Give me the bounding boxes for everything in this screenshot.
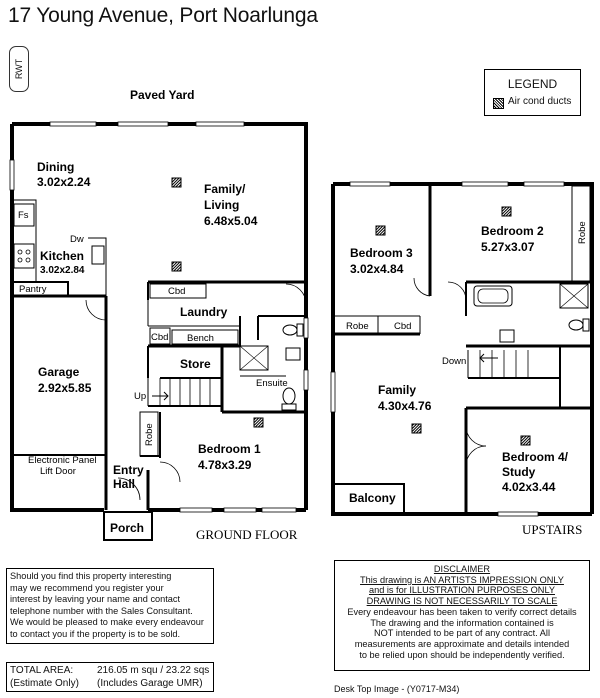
disclaimer-line: DRAWING IS NOT NECESSARILY TO SCALE	[366, 596, 558, 607]
air-duct-icon	[411, 423, 422, 434]
air-duct-markers-ground	[171, 177, 264, 428]
robe-label-ground: Robe	[144, 423, 155, 446]
agency-tag: RWT	[9, 46, 29, 92]
stair-down-arrow-icon	[479, 353, 498, 363]
kitchen-label: Kitchen	[40, 249, 84, 263]
down-label: Down	[442, 356, 466, 367]
disclaimer-line: This drawing is AN ARTISTS IMPRESSION ON…	[360, 574, 564, 585]
store-label: Store	[180, 357, 211, 371]
laundry-cbd-label: Cbd	[168, 286, 185, 297]
bedroom2-size: 5.27x3.07	[481, 240, 535, 254]
air-duct-icon	[171, 177, 182, 188]
area-label-2: (Estimate Only)	[10, 678, 79, 689]
laundry-label: Laundry	[180, 305, 228, 319]
dw-label: Dw	[70, 234, 84, 245]
air-duct-markers-upstairs	[375, 206, 531, 446]
entry-hall-label-1: Entry	[113, 463, 144, 477]
area-value-1: 216.05 m squ / 23.22 sqs	[97, 665, 210, 676]
area-label-1: TOTAL AREA:	[10, 665, 74, 676]
bedroom4-label-1: Bedroom 4/	[502, 450, 569, 464]
porch-label: Porch	[110, 521, 144, 535]
disclaimer-line: NOT intended to be part of any contract.…	[373, 628, 551, 639]
robe-label-upstairs-right: Robe	[577, 221, 588, 244]
disclaimer-title: DISCLAIMER	[433, 564, 491, 574]
disclaimer-line: The drawing and the information containe…	[370, 617, 554, 628]
disclaimer-line: Every endeavour has been taken to verify…	[347, 606, 577, 617]
image-reference: Desk Top Image - (Y0717-M34)	[334, 684, 460, 694]
contact-line: may we recommend you register your	[10, 582, 164, 593]
upstairs-caption: UPSTAIRS	[522, 522, 582, 537]
bedroom4-label-2: Study	[502, 465, 536, 479]
bedroom3-label: Bedroom 3	[350, 246, 413, 260]
contact-line: interest by leaving your name and contac…	[10, 594, 181, 604]
disclaimer-line: measurements are approximate and details…	[354, 638, 570, 649]
air-duct-icon	[501, 206, 512, 217]
stair-up-arrow-icon	[152, 391, 169, 401]
disclaimer-box: DISCLAIMER This drawing is AN ARTISTS IM…	[334, 560, 590, 671]
legend-item-label: Air cond ducts	[508, 96, 572, 107]
cbd-label-upstairs: Cbd	[394, 321, 411, 332]
property-title: 17 Young Avenue, Port Noarlunga	[8, 4, 318, 27]
legend-title: LEGEND	[507, 77, 558, 91]
lift-door-label: Lift Door	[40, 466, 76, 477]
family-upstairs-size: 4.30x4.76	[378, 399, 432, 413]
ground-floor-walls	[9, 121, 309, 541]
total-area-box: TOTAL AREA: (Estimate Only) 216.05 m squ…	[6, 662, 214, 692]
bedroom1-label: Bedroom 1	[198, 442, 261, 456]
air-duct-icon	[253, 417, 264, 428]
air-duct-legend-icon	[493, 98, 504, 109]
family-living-label-2: Living	[204, 198, 239, 212]
family-upstairs-label: Family	[378, 383, 416, 397]
contact-line: to contact you if the property is to be …	[10, 628, 181, 639]
bench-label: Bench	[187, 333, 214, 344]
contact-line: telephone number with the Sales Consulta…	[10, 605, 193, 616]
laundry-cbd-left-label: Cbd	[151, 332, 168, 343]
air-duct-icon	[171, 261, 182, 272]
legend: LEGEND Air cond ducts	[484, 69, 581, 116]
dining-size: 3.02x2.24	[37, 175, 91, 189]
air-duct-icon	[520, 435, 531, 446]
ensuite-label: Ensuite	[256, 378, 288, 389]
family-living-size: 6.48x5.04	[204, 214, 258, 228]
garage-size: 2.92x5.85	[38, 381, 92, 395]
bedroom4-size: 4.02x3.44	[502, 480, 556, 494]
disclaimer-line: to be relied upon should be independentl…	[359, 649, 565, 660]
pantry-label: Pantry	[19, 284, 47, 295]
fs-label: Fs	[18, 210, 29, 221]
balcony-label: Balcony	[349, 491, 396, 505]
contact-line: We would be pleased to make every endeav…	[10, 617, 204, 627]
entry-hall-label-2: Hall	[113, 477, 135, 491]
up-label: Up	[134, 391, 146, 402]
contact-line: Should you find this property interestin…	[10, 571, 172, 581]
bedroom1-size: 4.78x3.29	[198, 458, 252, 472]
dining-label: Dining	[37, 160, 74, 174]
garage-label: Garage	[38, 365, 80, 379]
air-duct-icon	[375, 225, 386, 236]
disclaimer-line: and is for ILLUSTRATION PURPOSES ONLY	[368, 585, 555, 596]
ground-floor-caption: GROUND FLOOR	[196, 527, 298, 542]
upstairs-walls	[330, 181, 594, 517]
electronic-panel-label: Electronic Panel	[28, 455, 97, 466]
bedroom2-label: Bedroom 2	[481, 224, 544, 238]
contact-notice: Should you find this property interestin…	[6, 568, 214, 644]
robe-label-upstairs-left: Robe	[346, 321, 369, 332]
kitchen-size: 3.02x2.84	[40, 265, 85, 276]
floor-plan: Paved Yard Dining 3.02x2.24 Family/ Livi…	[9, 88, 594, 542]
family-living-label-1: Family/	[204, 182, 246, 196]
paved-yard-label: Paved Yard	[130, 88, 195, 102]
area-value-2: (Includes Garage UMR)	[97, 678, 203, 689]
bedroom3-size: 3.02x4.84	[350, 262, 404, 276]
